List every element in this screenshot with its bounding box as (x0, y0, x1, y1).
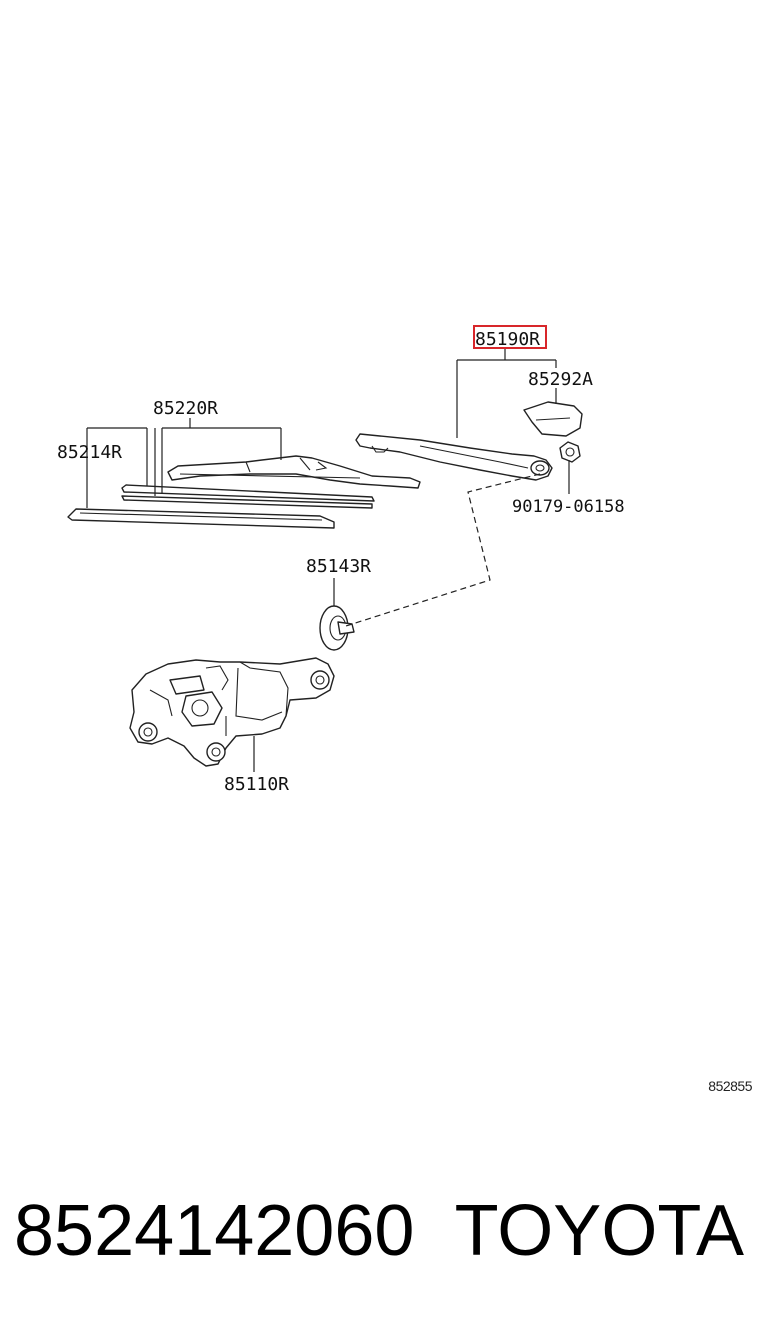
highlight-box (473, 325, 547, 349)
callout-blade: 85220R (153, 398, 218, 419)
callout-pivot: 85143R (306, 556, 371, 577)
wiper-blade (167, 455, 421, 489)
wiper-arm-cap (523, 401, 583, 437)
hex-nut (559, 441, 581, 463)
diagram-reference: 852855 (708, 1078, 752, 1094)
pivot-seal (319, 605, 355, 651)
callout-cap: 85292A (528, 369, 593, 390)
callout-arm: 85190R (475, 329, 540, 350)
footer-part-number: 8524142060 (14, 1191, 414, 1271)
leader-lines (86, 348, 570, 772)
callout-rubber: 85214R (57, 442, 122, 463)
wiper-motor (129, 657, 335, 767)
callout-nut: 90179-06158 (512, 497, 625, 517)
callout-motor: 85110R (224, 774, 289, 795)
wiper-rubber-refill (67, 484, 375, 529)
footer-brand: TOYOTA (455, 1191, 744, 1271)
wiper-arm (355, 433, 553, 481)
